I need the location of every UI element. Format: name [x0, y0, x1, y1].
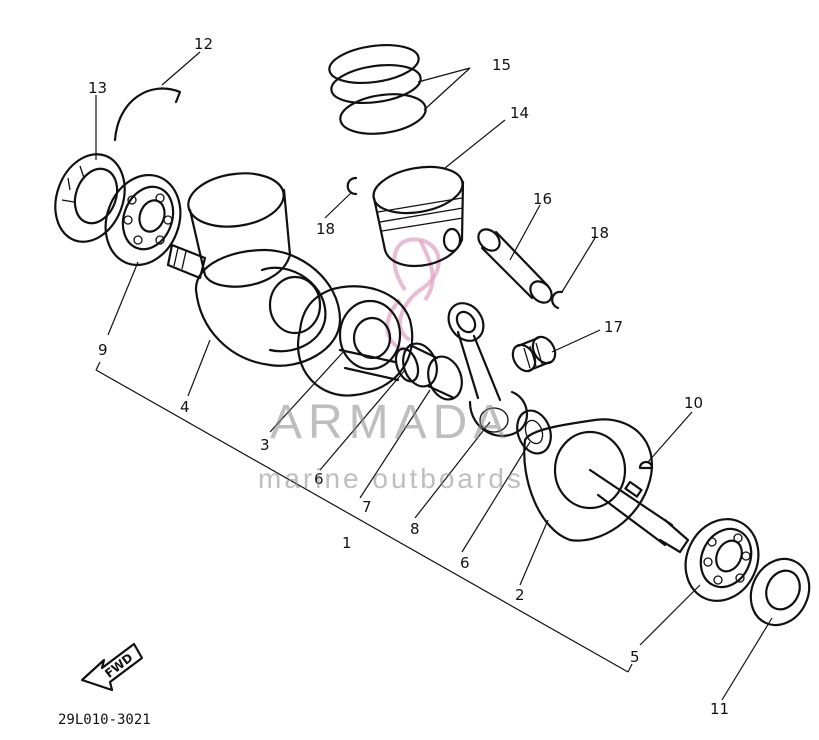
- crank-web-left: [194, 248, 342, 367]
- callout-5: 5: [630, 648, 640, 666]
- ball-bearing-left: [104, 173, 182, 267]
- callout-12: 12: [194, 35, 213, 53]
- callout-11: 11: [710, 700, 729, 718]
- oil-seal-right: [749, 557, 811, 627]
- piston-pin: [477, 228, 553, 304]
- callout-13: 13: [88, 79, 107, 97]
- ball-bearing-right: [684, 518, 760, 602]
- callout-7: 7: [362, 498, 372, 516]
- small-end-bearing: [511, 335, 557, 373]
- watermark-tagline: marine outboards: [258, 463, 524, 494]
- callout-14: 14: [510, 104, 529, 122]
- crank-web-center: [297, 285, 414, 397]
- shaft-stub-left: [166, 243, 207, 280]
- fwd-arrow: FWD: [80, 642, 144, 692]
- callout-4: 4: [180, 398, 190, 416]
- callout-10: 10: [684, 394, 703, 412]
- circlips: [346, 176, 564, 310]
- callout-18-right: 18: [590, 224, 609, 242]
- crank-pin: [338, 348, 400, 382]
- woodruff-key: [638, 460, 654, 470]
- callout-8: 8: [410, 520, 420, 538]
- callout-15: 15: [492, 56, 511, 74]
- callout-2: 2: [515, 586, 525, 604]
- oil-seal-left: [54, 153, 126, 243]
- callout-17: 17: [604, 318, 623, 336]
- callout-labels: 12 13 15 14 16 18 18 17 9 4 3 6 7 1 8 6 …: [88, 35, 729, 718]
- callout-3: 3: [260, 436, 270, 454]
- big-end-bearing: [402, 342, 463, 401]
- crank-web-right: [523, 418, 690, 554]
- callout-6-right: 6: [460, 554, 470, 572]
- piston-right: [372, 165, 465, 268]
- leader-lines: [95, 51, 773, 701]
- callout-6-left: 6: [314, 470, 324, 488]
- watermark-brand: ARMADA: [270, 396, 511, 449]
- thrust-washer-left: [394, 347, 420, 383]
- callout-18-left: 18: [316, 220, 335, 238]
- assembly-bracket: [95, 361, 633, 673]
- callout-1: 1: [342, 534, 352, 552]
- connecting-rod: [447, 302, 529, 437]
- callout-16: 16: [533, 190, 552, 208]
- diagram-code: 29L010-3021: [58, 712, 151, 728]
- callout-9: 9: [98, 341, 108, 359]
- retaining-wire: [113, 87, 182, 142]
- piston-rings: [328, 44, 427, 135]
- piston-left: [187, 172, 292, 288]
